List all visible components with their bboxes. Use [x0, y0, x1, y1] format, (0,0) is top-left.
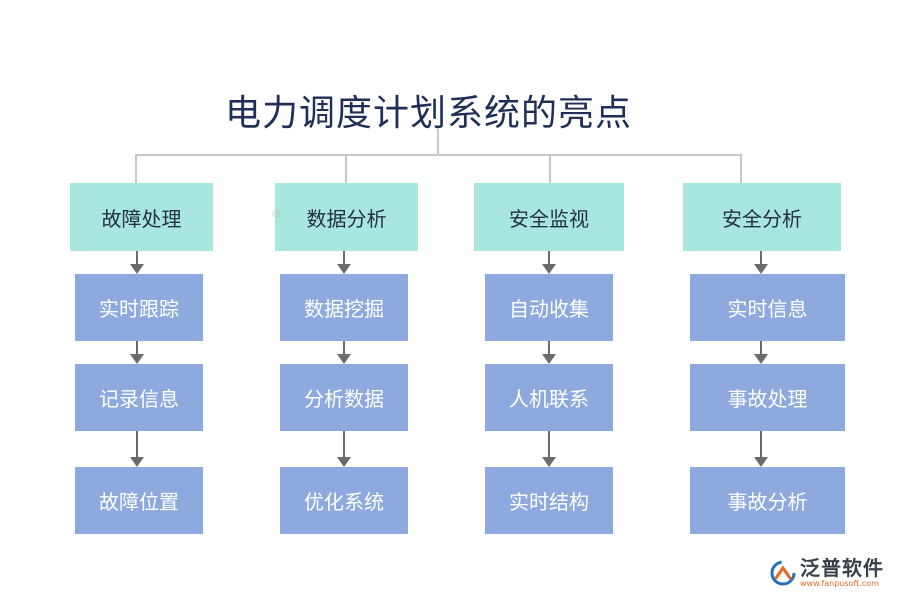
- arrow-down-icon: [753, 251, 769, 274]
- logo-name: 泛普软件: [800, 556, 884, 580]
- branch-connector-4: [740, 154, 742, 183]
- item-box: 实时结构: [485, 467, 613, 534]
- item-box: 故障位置: [75, 467, 203, 534]
- item-box: 事故分析: [690, 467, 845, 534]
- item-box: 实时跟踪: [75, 274, 203, 341]
- branch-connector-3: [549, 154, 551, 183]
- logo-url: www.fanpusoft.com: [800, 579, 879, 588]
- item-box: 自动收集: [485, 274, 613, 341]
- trunk-connector: [437, 128, 439, 155]
- item-box: 人机联系: [485, 364, 613, 431]
- category-header-security-monitoring: 安全监视: [474, 183, 624, 251]
- branch-connector-1: [135, 154, 137, 183]
- brand-logo: 泛普软件 www.fanpusoft.com: [770, 558, 884, 588]
- arrow-down-icon: [129, 341, 145, 364]
- item-box: 记录信息: [75, 364, 203, 431]
- arrow-down-icon: [336, 251, 352, 274]
- arrow-down-icon: [541, 251, 557, 274]
- item-box: 实时信息: [690, 274, 845, 341]
- arrow-down-icon: [753, 431, 769, 467]
- category-header-fault-handling: 故障处理: [70, 183, 213, 251]
- branch-connector-2: [345, 154, 347, 183]
- arrow-down-icon: [129, 431, 145, 467]
- watermark-icon: ◎: [272, 208, 281, 219]
- category-header-data-analysis: 数据分析: [275, 183, 418, 251]
- arrow-down-icon: [541, 431, 557, 467]
- horizontal-connector: [135, 154, 742, 156]
- item-box: 分析数据: [280, 364, 408, 431]
- diagram-title: 电力调度计划系统的亮点: [225, 93, 633, 134]
- fanpu-logo-icon: [770, 560, 796, 586]
- item-box: 事故处理: [690, 364, 845, 431]
- item-box: 数据挖掘: [280, 274, 408, 341]
- arrow-down-icon: [753, 341, 769, 364]
- arrow-down-icon: [541, 341, 557, 364]
- arrow-down-icon: [336, 341, 352, 364]
- category-header-security-analysis: 安全分析: [683, 183, 841, 251]
- item-box: 优化系统: [280, 467, 408, 534]
- arrow-down-icon: [336, 431, 352, 467]
- arrow-down-icon: [129, 251, 145, 274]
